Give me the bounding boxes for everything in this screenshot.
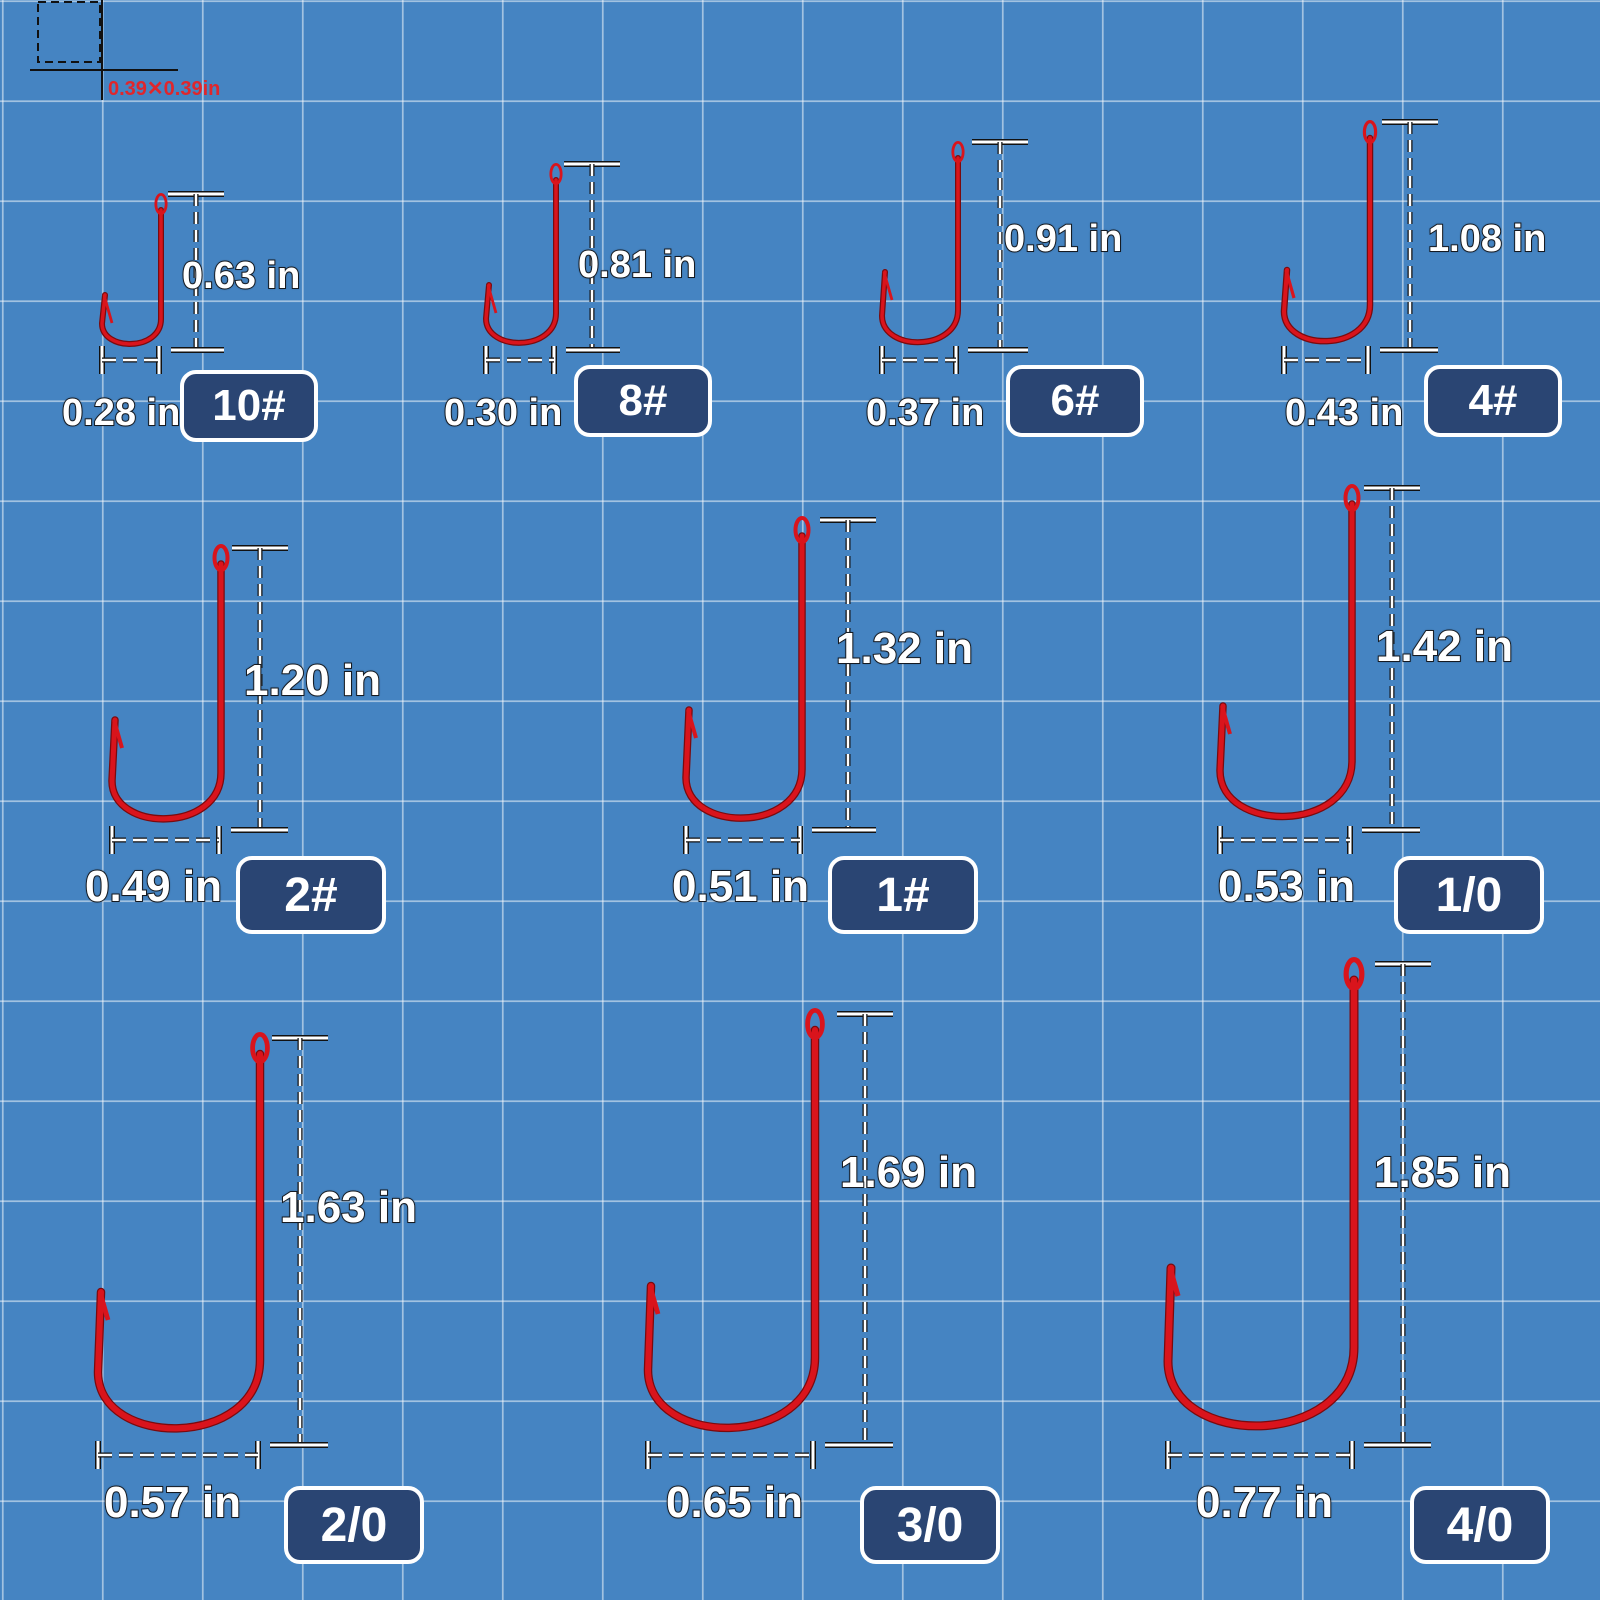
hook-outline — [879, 155, 961, 346]
hook-length-label: 0.63 in — [181, 254, 301, 298]
hook-size-badge: 2# — [236, 856, 386, 934]
hook-eye — [793, 516, 811, 544]
hook-gap-label: 0.43 in — [1284, 391, 1404, 435]
hook-body — [109, 561, 224, 822]
hook-eye — [1343, 956, 1365, 991]
hook-body — [1282, 136, 1372, 344]
hook-length-label: 1.69 in — [839, 1147, 978, 1198]
hook-length-label: 1.32 in — [835, 623, 974, 674]
hook-gap-label: 0.30 in — [443, 391, 563, 435]
hook-body — [683, 533, 805, 821]
hook-body — [880, 156, 960, 344]
hook-barb — [647, 1285, 661, 1315]
hook-outline — [682, 532, 806, 822]
hook-body — [95, 1051, 263, 1432]
hook-barb — [486, 284, 498, 314]
hook-barb — [112, 719, 124, 749]
hook-body — [645, 1027, 818, 1431]
hook-size-badge: 8# — [574, 365, 712, 437]
hook-length-label: 0.81 in — [577, 243, 697, 287]
hook-barb — [1220, 705, 1232, 735]
hook-length-label: 1.85 in — [1373, 1147, 1512, 1198]
hook-size-badge: 4/0 — [1410, 1486, 1550, 1564]
hook-body — [484, 178, 558, 345]
hook-size-badge: 1# — [828, 856, 978, 934]
hook-size-badge: 1/0 — [1394, 856, 1544, 934]
hook-gap-label: 0.53 in — [1217, 861, 1356, 912]
hook-length-label: 1.08 in — [1427, 217, 1547, 261]
hook-eye — [154, 192, 168, 215]
hook-gap-label: 0.57 in — [103, 1477, 242, 1528]
hook-barb — [97, 1291, 111, 1321]
hook-gap-label: 0.51 in — [671, 861, 810, 912]
hook-barb — [102, 294, 114, 324]
hook-eye — [212, 544, 230, 572]
hook-size-badge: 4# — [1424, 365, 1562, 437]
hook-barb — [1284, 269, 1296, 299]
hook-barb — [686, 709, 698, 739]
hook-size-badge: 6# — [1006, 365, 1144, 437]
hook-size-badge: 10# — [180, 370, 318, 442]
hook-outline — [108, 560, 225, 823]
hook-length-label: 1.42 in — [1375, 621, 1514, 672]
hook-barb — [882, 271, 894, 301]
hook-gap-label: 0.65 in — [665, 1477, 804, 1528]
scale-reference: 0.39✕0.39in — [0, 0, 260, 110]
hook-eye — [1362, 119, 1378, 144]
hook-barb — [1167, 1267, 1181, 1297]
hook-outline — [99, 207, 164, 347]
hook-gap-label: 0.77 in — [1195, 1477, 1334, 1528]
hook-length-label: 1.20 in — [243, 655, 382, 706]
hook-gap-label: 0.49 in — [84, 861, 223, 912]
hook-outline — [93, 1049, 265, 1433]
hook-eye — [805, 1008, 825, 1041]
hook-eye — [549, 162, 563, 185]
hook-length-label: 0.91 in — [1003, 217, 1123, 261]
hook-outline — [643, 1025, 820, 1433]
hook-length-label: 1.63 in — [279, 1182, 418, 1233]
hook-outline — [1163, 975, 1359, 1431]
scale-reference-label: 0.39✕0.39in — [108, 78, 221, 100]
hook-body — [1217, 501, 1355, 819]
hook-eye — [951, 140, 965, 163]
hook-outline — [1216, 500, 1356, 821]
hook-size-badge: 2/0 — [284, 1486, 424, 1564]
hook-body — [1164, 976, 1358, 1430]
hook-eye — [250, 1032, 270, 1065]
hook-gap-label: 0.37 in — [865, 391, 985, 435]
hook-body — [100, 208, 163, 346]
scale-square-icon — [30, 0, 178, 100]
hook-size-badge: 3/0 — [860, 1486, 1000, 1564]
hook-outline — [483, 177, 559, 346]
hook-eye — [1343, 484, 1361, 512]
hook-gap-label: 0.28 in — [61, 391, 181, 435]
hook-outline — [1280, 134, 1374, 345]
